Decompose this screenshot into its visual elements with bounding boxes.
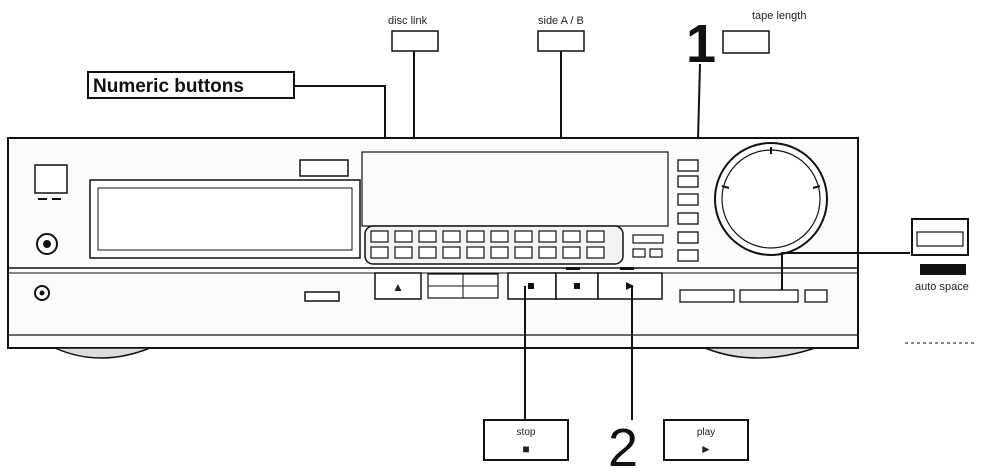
play-callout: play ► [663, 419, 749, 461]
stop-button-icon [528, 283, 534, 289]
eject-icon: ▲ [392, 280, 404, 294]
step-2-number: 2 [608, 418, 638, 476]
side-ab-label: side A / B [538, 15, 584, 27]
numeric-buttons-row-2[interactable] [370, 246, 605, 259]
disc-link-target-button [677, 212, 699, 225]
stop-label: stop [517, 427, 536, 438]
auto-space-label: auto space [915, 281, 969, 293]
numeric-buttons-row-1[interactable] [370, 230, 605, 243]
function-button-1 [677, 159, 699, 172]
side-ab-button[interactable] [537, 30, 585, 52]
numeric-keypad [364, 225, 664, 265]
play-label: play [697, 427, 715, 438]
function-buttons-column[interactable] [677, 159, 699, 262]
function-button-6 [677, 249, 699, 262]
numeric-buttons-label: Numeric buttons [93, 76, 244, 97]
stop-icon: ■ [522, 442, 529, 456]
power-section [34, 164, 68, 301]
transport-buttons: ▲ [374, 267, 663, 300]
pause-button-icon [574, 283, 580, 289]
play-icon: ► [700, 442, 712, 456]
step-1-marker: 1 [686, 14, 716, 179]
disc-tray [89, 159, 361, 302]
play-key[interactable] [663, 419, 749, 461]
step-1-number: 1 [686, 14, 716, 74]
lower-button-3 [804, 289, 828, 303]
auto-space-target-button [739, 289, 799, 303]
disc-link-button[interactable] [391, 30, 439, 52]
tape-length-label: tape length [752, 10, 806, 22]
function-button-2 [677, 175, 699, 188]
power-button[interactable] [34, 164, 68, 194]
function-button-5 [677, 231, 699, 244]
numeric-buttons-callout: Numeric buttons [87, 71, 386, 225]
eject-button[interactable] [374, 272, 422, 300]
step-2-marker: 2 [608, 286, 638, 476]
tape-length-callout: tape length [722, 10, 806, 54]
auto-space-callout: auto space [781, 218, 975, 344]
foot-right [704, 347, 816, 359]
tape-length-button[interactable] [722, 30, 770, 54]
foot-left [54, 347, 151, 359]
play-button-icon [626, 282, 634, 290]
lower-right-buttons[interactable] [679, 289, 828, 303]
stop-key[interactable] [483, 419, 569, 461]
lower-button-1 [679, 289, 735, 303]
small-button[interactable] [304, 291, 340, 302]
open-close-button[interactable] [299, 159, 349, 177]
disc-link-label: disc link [388, 15, 428, 27]
side-ab-target-button [677, 193, 699, 206]
auto-space-button[interactable] [920, 264, 966, 275]
stop-callout: stop ■ [483, 286, 569, 461]
jog-dial[interactable] [714, 142, 828, 256]
